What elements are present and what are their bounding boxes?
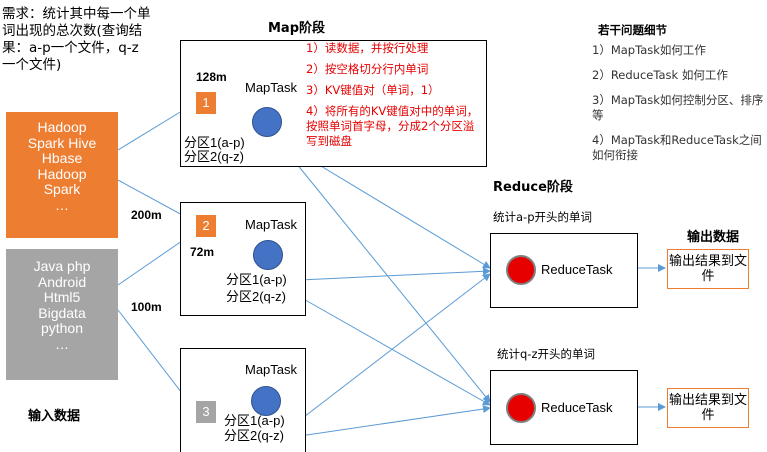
input-line: python [40,320,84,336]
map-task-1-circle [252,107,282,137]
input-block-gray: Java php Android Html5 Bigdata python … [6,249,118,380]
map-step: 3）KV键值对（单词，1） [306,83,440,97]
map-task-3-number: 3 [196,401,216,423]
reduce-task-1-caption: 统计a-p开头的单词 [493,210,592,224]
input-line: Bigdata [38,304,86,321]
map-task-3-circle [251,386,281,416]
details-item: 3）MapTask如何控制分区、排序等 [592,93,764,122]
map-task-1-partition-2: 分区2(q-z) [184,149,244,164]
map-step: 1）读数据，并按行处理 [306,41,429,55]
split-size-100m: 100m [131,300,162,314]
split-size-200m: 200m [131,208,162,222]
details-title: 若干问题细节 [598,23,667,37]
reduce-task-2-caption: 统计q-z开头的单词 [497,347,595,361]
input-line: … [55,335,69,352]
input-line: Spark [43,181,81,197]
arrow-t2p1-r1 [299,267,491,281]
details-item: 2）ReduceTask 如何工作 [592,68,728,82]
reduce-task-1-label: ReduceTask [541,262,613,277]
map-step: 4）将所有的KV键值对中的单词，按照单词首字母，分成2个分区溢写到磁盘 [306,104,479,148]
map-task-3-partition-1: 分区1(a-p) [224,413,285,428]
arrow-t3p1-r1 [299,273,491,421]
reduce-stage-title: Reduce阶段 [493,180,573,195]
input-line: Android [37,273,87,290]
input-data-label: 输入数据 [28,409,81,424]
map-task-1-size: 128m [196,70,227,84]
arrow-t1p2-r2 [295,162,491,403]
details-panel: 若干问题细节 1）MapTask如何工作 2）ReduceTask 如何工作 3… [592,23,767,173]
input-block-orange: Hadoop Spark Hive Hbase Hadoop Spark … [6,112,118,238]
arrow-t3p2-r2 [299,405,491,437]
details-item: 4）MapTask和ReduceTask之间如何衔接 [592,133,762,162]
requirement-text: 需求：统计其中每一个单词出现的总次数(查询结果：a-p一个文件，q-z一个文件) [2,6,151,73]
map-task-3-partition-2: 分区2(q-z) [224,428,284,443]
details-item: 1）MapTask如何工作 [592,43,706,57]
map-task-1-partition-1: 分区1(a-p) [184,135,245,150]
map-task-2-partition-1: 分区1(a-p) [226,272,287,287]
arrow-t2p2-r2 [299,296,491,406]
input-line: Spark Hive [27,134,97,151]
input-line: Hadoop [37,165,87,182]
reduce-task-1-circle [506,255,536,285]
input-line: Java php [33,258,91,274]
map-task-3-label: MapTask [245,362,298,377]
map-task-2-size: 72m [190,245,215,259]
map-step: 2）按空格切分行内单词 [306,62,429,76]
input-line: … [55,196,69,213]
reduce-task-2-label: ReduceTask [541,400,613,415]
map-task-2-circle [253,240,283,270]
map-task-1-box [180,40,487,167]
map-task-1-label: MapTask [245,80,298,95]
input-line: Hbase [41,150,83,166]
arrow-t1p1-r1 [295,150,491,269]
output-data-title: 输出数据 [687,230,740,245]
map-task-3-box [180,348,306,452]
input-line: Hadoop [37,119,87,135]
map-task-1-number: 1 [196,92,216,114]
reduce-task-2-circle [506,393,536,423]
output-box-2: 输出结果到文件 [667,388,749,428]
map-stage-title: Map阶段 [268,21,326,36]
map-task-2-partition-2: 分区2(q-z) [226,289,286,304]
input-line: Html5 [43,289,81,305]
map-task-2-number: 2 [196,215,216,237]
map-steps: 1）读数据，并按行处理 2）按空格切分行内单词 3）KV键值对（单词，1） 4）… [306,41,484,155]
map-task-2-label: MapTask [245,217,298,232]
output-box-1: 输出结果到文件 [667,249,749,289]
